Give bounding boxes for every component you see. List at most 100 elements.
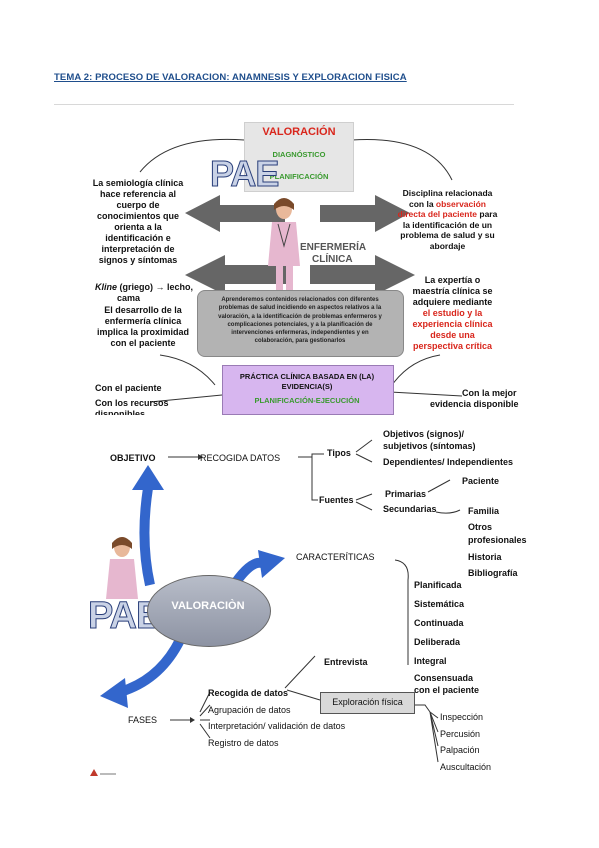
graytext-line: problemas de salud incidiendo en aspecto…: [218, 305, 382, 312]
sec-otros: Otros: [468, 522, 493, 532]
practice-line2: EVIDENCIA(S): [281, 382, 333, 391]
secundarias-label: Secundarias: [383, 504, 437, 514]
sec-familia: Familia: [468, 506, 500, 516]
car-continuada: Continuada: [414, 618, 464, 628]
valoracion-label: VALORACIÒN: [171, 600, 245, 612]
rt2-l7: perspectiva crítica: [412, 341, 493, 351]
rt2-l2: maestría clínica se: [412, 286, 493, 296]
stage-diagnostico: DIAGNÓSTICO: [272, 150, 326, 159]
paciente-label: Paciente: [462, 476, 500, 486]
practice-line1: PRÁCTICA CLÍNICA BASADA EN (LA): [239, 372, 375, 381]
entrevista-label: Entrevista: [324, 657, 368, 667]
tipo-1-l2: subjetivos (síntomas): [383, 441, 476, 451]
right-text-expertia: La expertía o maestría clínica se adquie…: [395, 275, 510, 352]
lt3-line: El desarrollo de la: [104, 305, 182, 315]
rt1-l2b: observación: [435, 198, 486, 209]
practice-box-text: PRÁCTICA CLÍNICA BASADA EN (LA) EVIDENCI…: [222, 372, 392, 406]
stage-planificacion: PLANIFICACIÓN: [269, 172, 329, 181]
tipos-label: Tipos: [327, 448, 351, 458]
rt1-l5: problema de salud y su: [400, 230, 495, 240]
lt1-line: conocimientos que: [96, 211, 179, 221]
caracteristicas-list: Planificada Sistemática Continuada Delib…: [414, 577, 479, 696]
lt1-line: cuerpo de: [116, 200, 160, 210]
stage-valoracion: VALORACIÓN: [262, 126, 336, 138]
objetivo-label: OBJETIVO: [110, 453, 156, 463]
graytext-line: colaboración, para gestionarlos: [254, 338, 346, 345]
exploracion-box: [320, 692, 415, 714]
bottom-left-paciente: Con el paciente: [95, 383, 162, 393]
lt1-line: signos y síntomas: [98, 255, 178, 265]
primarias-label: Primarias: [385, 489, 427, 499]
lt1-line: hace referencia al: [99, 189, 177, 199]
graytext-line: intervenciones enfermeras, independiente…: [231, 330, 369, 337]
car-integral: Integral: [414, 656, 447, 666]
nurse-figure: [268, 198, 300, 290]
exp-percusion: Percusión: [440, 728, 481, 739]
left-text-kline: Kline (griego) → lecho, cama: [95, 282, 205, 304]
lt1-line: orienta a la: [114, 222, 162, 232]
valoracion-ellipse: [147, 575, 271, 647]
rt2-l3: adquiere mediante: [412, 297, 493, 307]
sec-profesionales: profesionales: [468, 535, 527, 545]
lt3-line: implica la proximidad: [96, 327, 190, 337]
car-deliberada: Deliberada: [414, 637, 461, 647]
fase-agrupacion: Agrupación de datos: [208, 704, 291, 715]
rt2-l5: experiencia clínica: [412, 319, 493, 329]
graytext-line: valoración, a la identificación de probl…: [218, 313, 382, 320]
page-title: TEMA 2: PROCESO DE VALORACION: ANAMNESIS…: [54, 72, 407, 83]
sec-historia: Historia: [468, 552, 502, 562]
exploracion-label: Exploración física: [332, 697, 403, 707]
exp-auscultacion: Auscultación: [440, 761, 492, 772]
rt1-l1: Disciplina relacionada: [402, 188, 493, 198]
kline-rest: (griego) → lecho,: [117, 282, 194, 292]
lt3-line: enfermería clínica: [104, 316, 182, 326]
nurse-figure-2: [106, 537, 138, 599]
rt1-l2a: con la: [408, 198, 436, 209]
gray-box-text: Aprenderemos contenidos relacionados con…: [200, 296, 400, 346]
pae-logo: PAE: [209, 153, 279, 195]
tipo-2: Dependientes/ Independientes: [383, 457, 514, 467]
fase-recogida: Recogida de datos: [208, 688, 289, 698]
fase-interpretacion: Interpretación/ validación de datos: [208, 721, 346, 731]
exp-inspeccion: Inspección: [440, 712, 484, 722]
fuentes-label: Fuentes: [319, 495, 354, 505]
divider: [54, 104, 514, 105]
fases-label: FASES: [128, 715, 158, 725]
graytext-line: Aprenderemos contenidos relacionados con…: [221, 297, 379, 303]
rt1-l3a: directa del paciente: [397, 209, 478, 219]
fases-list: Recogida de datos Agrupación de datos In…: [208, 685, 345, 751]
car-con-paciente: con el paciente: [414, 685, 480, 695]
kline-line2: cama: [117, 293, 141, 303]
exp-palpacion: Palpación: [440, 745, 480, 755]
center-label: ENFERMERÍA CLÍNICA: [300, 242, 366, 266]
rt1-l3b: para: [477, 209, 498, 219]
rt2-l6: desde una: [430, 330, 475, 340]
bottom-left-disponibles: disponibles: [95, 409, 146, 415]
footer-logo: [90, 769, 116, 776]
lt1-line: identificación e: [105, 233, 171, 243]
rt2-l4: el estudio y la: [422, 308, 483, 318]
lt1-line: La semiología clínica: [92, 178, 184, 188]
right-text-disciplina: Disciplina relacionada con la observació…: [395, 188, 500, 251]
exploracion-list: Inspección Percusión Palpación Auscultac…: [440, 709, 491, 775]
tipo-1: Objetivos (signos)/ subjetivos (síntomas…: [383, 428, 476, 452]
lt1-line: interpretación de: [101, 244, 175, 254]
practice-line3: PLANIFICACIÓN-EJECUCIÓN: [254, 396, 360, 405]
practice-box: [222, 365, 394, 415]
gray-info-box: [197, 290, 404, 357]
bottom-left-disponibles-clip: disponibles: [95, 409, 205, 415]
bottom-left-recursos: Con los recursos: [95, 398, 169, 408]
rt1-l4: la identificación de un: [402, 219, 493, 230]
center-label-line2: CLÍNICA: [312, 254, 353, 265]
top-diagram-arrows: [139, 138, 463, 403]
caracteristicas-label: CARACTERÍTICAS: [296, 552, 375, 562]
lt3-line: con el paciente: [110, 338, 176, 348]
recogida-datos-label: RECOGIDA DATOS: [200, 453, 281, 463]
kline-word: Kline: [95, 282, 118, 292]
car-planificada: Planificada: [414, 580, 462, 590]
bottom-right-evidencia: evidencia disponible: [430, 399, 519, 409]
secundarias-list: Familia Otros profesionales Historia Bib…: [468, 503, 527, 581]
graytext-line: complicaciones potenciales, y a la plani…: [227, 321, 373, 328]
car-sistematica: Sistemática: [414, 599, 465, 609]
